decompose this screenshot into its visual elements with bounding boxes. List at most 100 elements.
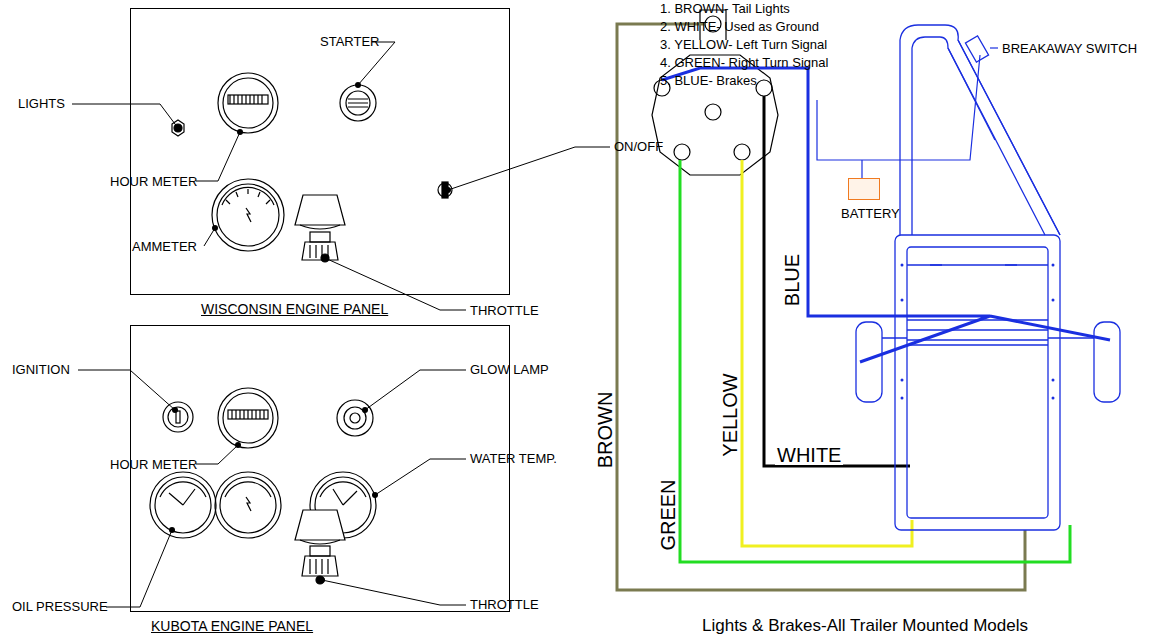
drawing-path bbox=[230, 95, 262, 104]
drawing-circle bbox=[901, 264, 904, 267]
callout-label: BREAKAWAY SWITCH bbox=[1002, 42, 1137, 55]
drawing-rect bbox=[965, 36, 988, 62]
drawing-circle bbox=[168, 407, 188, 427]
wire-label: WHITE bbox=[775, 445, 843, 465]
callout-label: AMMETER bbox=[132, 240, 197, 253]
drawing-path bbox=[907, 265, 1048, 345]
drawing-path bbox=[295, 195, 345, 225]
drawing-path bbox=[990, 47, 998, 48]
drawing-polygon bbox=[652, 55, 778, 175]
drawing-path bbox=[196, 132, 240, 181]
drawing-circle bbox=[674, 144, 690, 160]
legend-item: 2. WHITE- Used as Ground bbox=[660, 20, 819, 33]
breakaway-wiring bbox=[817, 48, 998, 178]
drawing-path bbox=[232, 410, 264, 419]
frame-bolts bbox=[901, 264, 1055, 400]
drawing-rect bbox=[895, 235, 1060, 530]
drawing-path bbox=[882, 337, 1094, 338]
drawing-circle bbox=[1052, 299, 1055, 302]
drawing-circle bbox=[1052, 379, 1055, 382]
drawing-circle bbox=[218, 73, 278, 133]
wire-label: BLUE bbox=[782, 254, 802, 306]
drawing-circle bbox=[438, 183, 452, 197]
drawing-rect bbox=[176, 411, 180, 423]
drawing-rect bbox=[856, 322, 882, 402]
drawing-circle bbox=[734, 144, 750, 160]
drawing-path bbox=[246, 208, 251, 222]
drawing-circle bbox=[901, 379, 904, 382]
drawing-rect bbox=[310, 546, 330, 556]
drawing-path bbox=[320, 482, 366, 505]
drawing-circle bbox=[1052, 264, 1055, 267]
drawing-path bbox=[78, 370, 175, 410]
drawing-path bbox=[72, 104, 178, 128]
drawing-path bbox=[106, 530, 172, 607]
drawing-path bbox=[160, 482, 206, 505]
drawing-circle bbox=[215, 472, 281, 538]
wires bbox=[617, 24, 1110, 590]
drawing-path bbox=[302, 556, 338, 576]
callout-label: HOUR METER bbox=[110, 458, 197, 471]
trailer-frame bbox=[856, 25, 1120, 530]
drawing-path bbox=[930, 264, 1017, 265]
drawing-rect bbox=[228, 410, 268, 419]
callout-label: IGNITION bbox=[12, 363, 70, 376]
drawing-path bbox=[764, 96, 910, 466]
drawing-path bbox=[680, 160, 1070, 562]
drawing-path bbox=[358, 42, 395, 85]
drawing-circle bbox=[163, 402, 193, 432]
callout-label: HOUR METER bbox=[110, 175, 197, 188]
callout-label: WATER TEMP. bbox=[470, 452, 557, 465]
drawing-rect bbox=[310, 232, 330, 242]
drawing-circle bbox=[217, 184, 279, 246]
drawing-path bbox=[225, 482, 271, 511]
wire-label: BROWN bbox=[595, 392, 615, 469]
drawing-circle bbox=[901, 397, 904, 400]
drawing-path bbox=[861, 160, 862, 178]
drawing-rect bbox=[228, 95, 268, 104]
trailer-connector bbox=[652, 10, 778, 175]
battery-box: BATTERY bbox=[848, 178, 880, 200]
drawing-path bbox=[817, 55, 980, 160]
drawing-circle bbox=[340, 85, 376, 121]
drawing-circle bbox=[337, 400, 373, 436]
caption: Lights & Brakes-All Trailer Mounted Mode… bbox=[702, 617, 1028, 634]
drawing-rect bbox=[907, 247, 1048, 518]
drawing-circle bbox=[223, 393, 273, 443]
callout-label: GLOW LAMP bbox=[470, 363, 549, 376]
drawing-circle bbox=[705, 104, 721, 120]
drawing-path bbox=[348, 99, 368, 107]
drawing-path bbox=[617, 24, 1025, 590]
drawing-path bbox=[365, 370, 466, 410]
drawing-path bbox=[222, 187, 274, 205]
drawing-path bbox=[302, 242, 338, 260]
legend-item: 3. YELLOW- Left Turn Signal bbox=[660, 38, 827, 51]
wire-label: YELLOW bbox=[720, 373, 740, 456]
drawing-circle bbox=[155, 477, 211, 533]
drawing-rect bbox=[1094, 322, 1120, 402]
drawing-path bbox=[204, 228, 215, 246]
drawing-circle bbox=[220, 477, 276, 533]
callout-label: ON/OFF bbox=[614, 140, 663, 153]
node-title: KUBOTA ENGINE PANEL bbox=[151, 619, 313, 633]
legend-item: 1. BROWN- Tail Lights bbox=[660, 2, 790, 15]
drawing-circle bbox=[346, 91, 370, 115]
drawing-circle bbox=[350, 413, 360, 423]
callout-label: THROTTLE bbox=[470, 304, 539, 317]
drawing-circle bbox=[901, 299, 904, 302]
drawing-path bbox=[196, 445, 238, 464]
drawing-circle bbox=[212, 179, 284, 251]
drawing-path bbox=[310, 559, 328, 574]
drawing-path bbox=[948, 48, 995, 140]
legend-item: 4. GREEN- Right Turn Signal bbox=[660, 56, 828, 69]
callout-label: STARTER bbox=[320, 35, 379, 48]
drawing-path bbox=[662, 68, 1110, 362]
drawing-circle bbox=[218, 388, 278, 448]
panel-gauges bbox=[150, 73, 452, 584]
drawing-circle bbox=[756, 80, 772, 96]
drawing-path bbox=[448, 147, 610, 190]
legend-item: 5. BLUE- Brakes bbox=[660, 74, 757, 87]
drawing-path bbox=[958, 40, 1060, 235]
drawing-circle bbox=[150, 472, 216, 538]
